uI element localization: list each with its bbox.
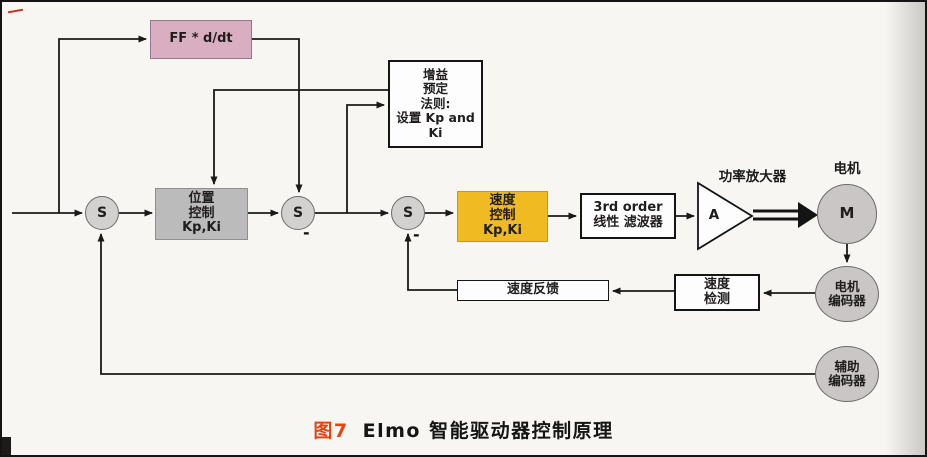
minus-sign-sum2: - <box>303 223 310 242</box>
block-ff-derivative: FF * d/dt <box>150 20 252 59</box>
motor-circle: M <box>817 184 877 244</box>
motor-encoder-circle: 电机 编码器 <box>815 266 879 322</box>
figure-number: 图7 <box>313 420 349 442</box>
arrow-auxencoder-to-sum1 <box>97 233 815 375</box>
arrow-branch-to-gain <box>346 101 385 213</box>
block-velocity-detect: 速度 检测 <box>674 274 760 311</box>
amplifier-letter: A <box>708 207 720 223</box>
aux-encoder-circle: 辅助 编码器 <box>815 346 879 402</box>
scan-corner-smudge <box>2 437 11 455</box>
arrow-gain-to-position <box>210 89 388 185</box>
sum-junction-2: S <box>281 196 315 230</box>
block-3rd-order-filter: 3rd order 线性 滤波器 <box>580 193 676 239</box>
sum-junction-1: S <box>85 196 119 230</box>
arrow-feedback-to-sum3 <box>404 233 457 291</box>
figure-title: Elmo 智能驱动器控制原理 <box>362 420 614 442</box>
block-gain-schedule: 增益 预定 法则: 设置 Kp and Ki <box>388 60 483 148</box>
drive-arrow-head <box>798 202 818 228</box>
figure-caption: 图7 Elmo 智能驱动器控制原理 <box>2 416 925 443</box>
block-position-control: 位置 控制 Kp,Ki <box>155 188 248 240</box>
arrow-ff-to-sum2 <box>252 38 303 193</box>
amplifier-title: 功率放大器 <box>718 169 787 185</box>
label-velocity-feedback: 速度反馈 <box>457 280 609 301</box>
arrow-input-to-ff <box>58 35 147 213</box>
amplifier-triangle <box>697 181 754 251</box>
sum-junction-3: S <box>391 196 425 230</box>
minus-sign-sum3: - <box>413 225 420 244</box>
block-velocity-control: 速度 控制 Kp,Ki <box>457 191 548 242</box>
motor-title: 电机 <box>833 161 861 177</box>
